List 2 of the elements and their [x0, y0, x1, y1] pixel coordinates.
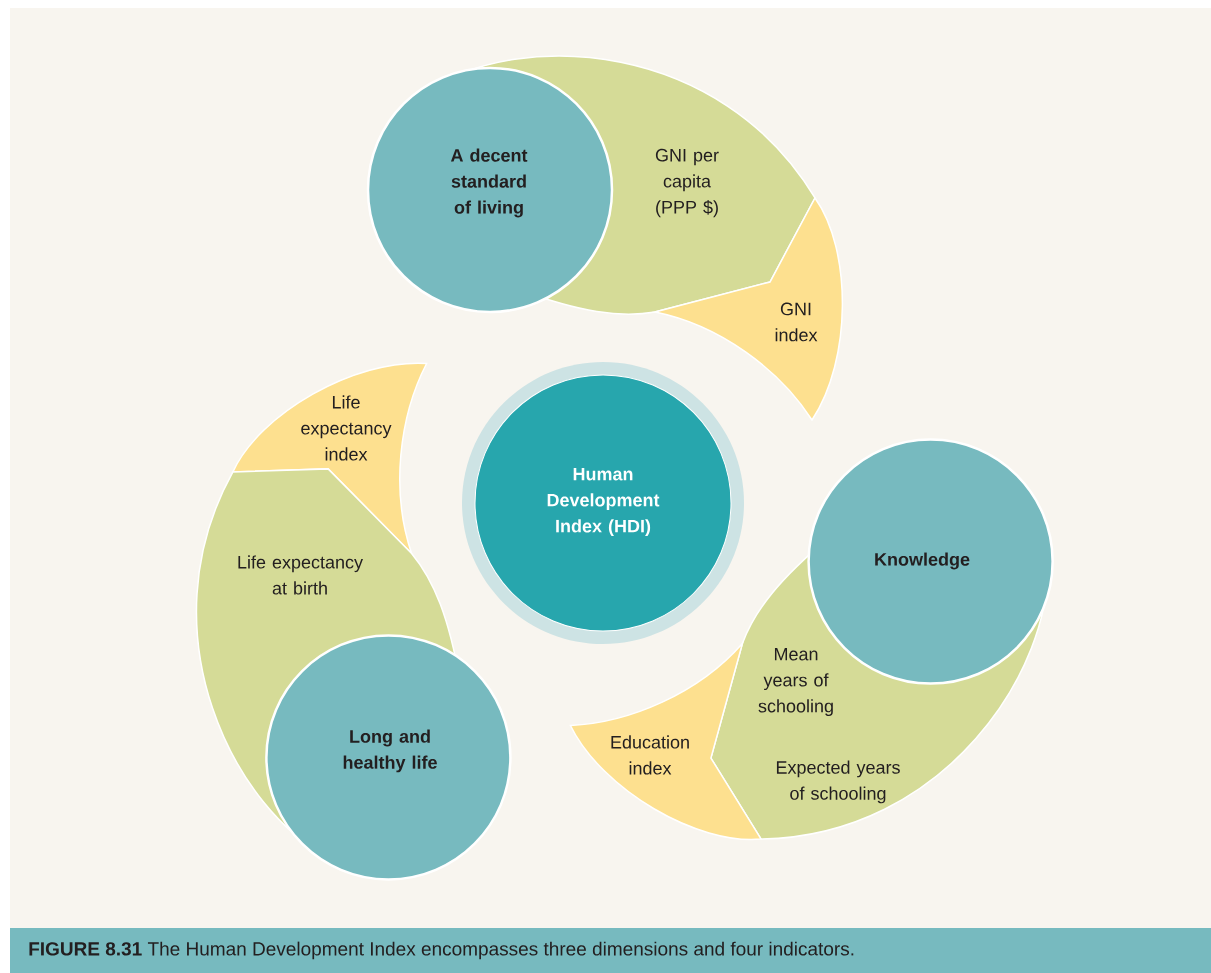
caption-bar: FIGURE 8.31 The Human Development Index encompasses three dimensions and four indicators.: [10, 928, 1211, 973]
index-band: Life expectancy index: [232, 362, 428, 555]
